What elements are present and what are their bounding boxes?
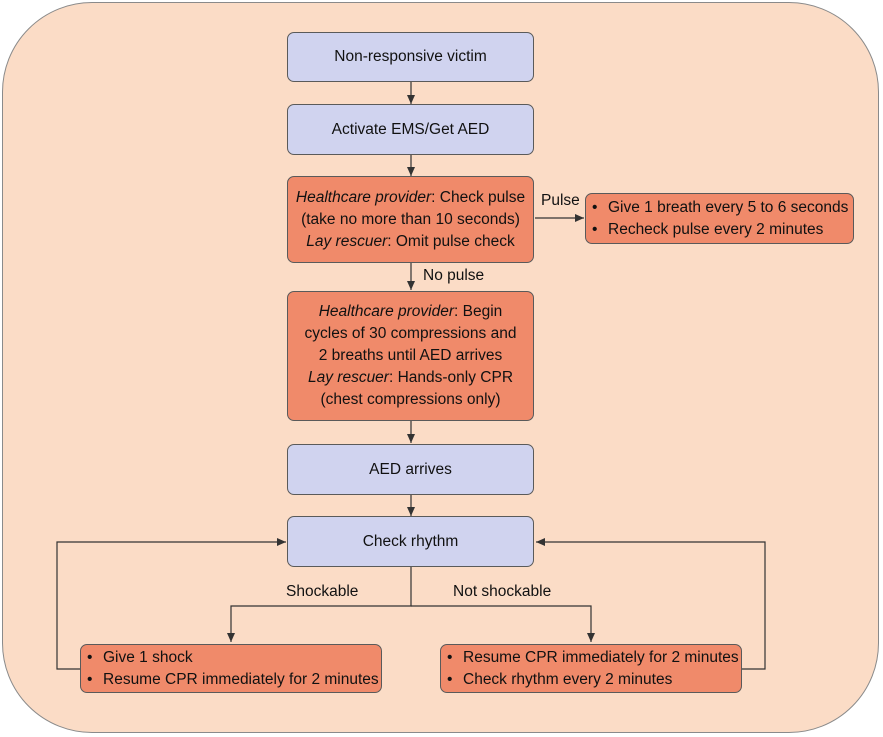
box-non-responsive-victim: Non-responsive victim xyxy=(287,32,534,82)
box-aed-arrives: AED arrives xyxy=(287,444,534,495)
lay-rescuer-role: Lay rescuer xyxy=(307,369,389,386)
list-item: •Give 1 shock xyxy=(87,648,193,666)
list-item: •Give 1 breath every 5 to 6 seconds xyxy=(592,198,849,216)
list-item: •Check rhythm every 2 minutes xyxy=(447,670,673,688)
box-shock-actions: •Give 1 shock •Resume CPR immediately fo… xyxy=(80,644,382,693)
list-item: •Resume CPR immediately for 2 minutes xyxy=(87,670,379,688)
box-check-pulse: Healthcare provider: Check pulse (take n… xyxy=(287,176,534,263)
box-begin-compressions: Healthcare provider: Begin cycles of 30 … xyxy=(287,291,534,421)
box-non-responsive-victim-text: Non-responsive victim xyxy=(334,48,487,65)
list-item: •Resume CPR immediately for 2 minutes xyxy=(447,648,739,666)
healthcare-provider-role: Healthcare provider xyxy=(318,303,454,320)
label-pulse: Pulse xyxy=(541,192,580,209)
branch-shockable xyxy=(227,567,412,642)
check-pulse-time-limit: (take no more than 10 seconds) xyxy=(301,210,520,228)
label-not-shockable: Not shockable xyxy=(453,583,552,600)
box-activate-ems: Activate EMS/Get AED xyxy=(287,104,534,155)
label-shockable: Shockable xyxy=(286,583,359,600)
check-pulse-instruction: : Check pulse xyxy=(431,188,526,206)
list-item: •Recheck pulse every 2 minutes xyxy=(592,220,824,238)
lay-rescuer-role: Lay rescuer xyxy=(306,232,388,250)
box-aed-arrives-text: AED arrives xyxy=(369,460,452,478)
box-activate-ems-text: Activate EMS/Get AED xyxy=(331,120,490,138)
box-check-rhythm: Check rhythm xyxy=(287,516,534,567)
box-check-rhythm-text: Check rhythm xyxy=(362,532,459,550)
omit-pulse-instruction: : Omit pulse check xyxy=(387,232,515,250)
label-no-pulse: No pulse xyxy=(423,267,485,284)
branch-not-shockable xyxy=(411,605,595,642)
box-pulse-actions: •Give 1 breath every 5 to 6 seconds •Rec… xyxy=(585,193,854,244)
loop-right xyxy=(536,538,766,670)
healthcare-provider-role: Healthcare provider xyxy=(295,188,432,206)
loop-left xyxy=(56,538,286,670)
box-no-shock-actions: •Resume CPR immediately for 2 minutes •C… xyxy=(440,644,742,693)
